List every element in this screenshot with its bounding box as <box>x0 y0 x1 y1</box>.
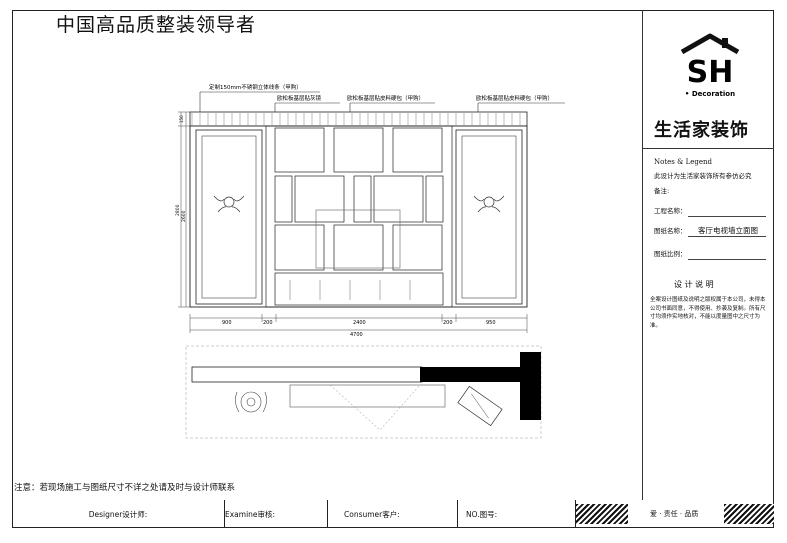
dim-right-gap: 200 <box>443 320 453 326</box>
right-panel-inset <box>461 135 517 299</box>
center-panel-grid <box>265 125 453 308</box>
height-dimension-lines <box>178 111 190 308</box>
trim-hatch <box>191 113 521 125</box>
design-notes-heading: 设 计 说 明 <box>674 280 714 289</box>
brand-name: 生活家装饰 <box>654 120 749 141</box>
page-title: 中国高品质整装领导者 <box>56 14 257 36</box>
remark-label: 备注: <box>654 187 670 195</box>
drawing-name-label: 图纸名称： <box>654 227 687 235</box>
annotation-leather-panel-right: 欧松板基层贴皮料硬包（甲购） <box>476 94 553 102</box>
hatch-block-right <box>724 504 774 524</box>
drawing-frame <box>12 10 774 528</box>
dim-left-gap: 200 <box>263 320 273 326</box>
consumer-cell: Consumer客户: <box>327 500 457 528</box>
scale-label: 图纸比例： <box>654 250 687 258</box>
elevation-drawing: 定制150mm不锈钢立体线条（甲购） 欧松板基层贴灰镜 欧松板基层贴皮料硬包（甲… <box>175 83 565 439</box>
annotation-steel-trim: 定制150mm不锈钢立体线条（甲购） <box>209 83 302 91</box>
decor-carving <box>289 280 411 300</box>
house-logo-icon: SH • Decoration <box>680 33 740 98</box>
width-dimension-lines <box>189 314 528 333</box>
brand-logo: SH • Decoration <box>660 30 760 100</box>
design-notes-text: 全案设计图纸及说明之版权属于本公司，未得本公司书面同意，不得使用、抄袭及复制。所… <box>650 297 766 329</box>
dim-total-width: 4700 <box>350 332 363 338</box>
plan-view <box>185 345 542 439</box>
height-trim: 150 <box>179 115 184 123</box>
height-total: 2800 <box>175 204 181 216</box>
number-cell: NO.图号: <box>457 500 575 528</box>
logo-subtitle: • Decoration <box>685 90 735 98</box>
site-construction-note: 注意：若现场施工与图纸尺寸不详之处请及时与设计师联系 <box>14 483 236 493</box>
scale-field <box>688 259 766 260</box>
designer-label: Designer设计师: <box>88 509 148 519</box>
project-label: 工程名称： <box>654 207 687 215</box>
plan-chair-icon <box>235 391 267 413</box>
designer-cell: Designer设计师: <box>12 500 224 528</box>
project-field <box>688 216 766 217</box>
divider <box>642 148 774 149</box>
hatch-block <box>576 504 628 524</box>
annotation-leather-panel: 欧松板基层贴皮料硬包（甲购） <box>347 94 424 102</box>
examine-label: Examine审核: <box>225 509 276 519</box>
copyright-text: 此设计为生活家装饰所有参仿必究 <box>654 172 752 180</box>
drawing-name-value: 客厅电视墙立面图 <box>698 226 758 235</box>
annotation-leaders <box>199 91 565 112</box>
legend-heading: Notes & Legend <box>654 158 712 166</box>
consumer-label: Consumer客户: <box>344 509 400 519</box>
dim-left-panel: 900 <box>222 320 232 326</box>
annotation-grey-mirror: 欧松板基层贴灰镜 <box>277 94 322 102</box>
number-label: NO.图号: <box>466 509 498 519</box>
logo-letters: SH <box>687 55 734 90</box>
top-trim <box>189 111 528 127</box>
left-sconce-icon <box>213 195 245 213</box>
dim-right-panel: 950 <box>486 320 496 326</box>
title-strip: Designer设计师: Examine审核: Consumer客户: NO.图… <box>12 500 774 528</box>
drawing-name-field <box>688 236 766 237</box>
dim-center: 2400 <box>353 320 366 326</box>
tv-wall-outline <box>189 125 528 308</box>
slogan-cell: 爱 · 责任 · 品质 <box>575 500 774 528</box>
examine-cell: Examine审核: <box>224 500 327 528</box>
height-wall: 2600 <box>181 210 187 222</box>
slogan-text: 爱 · 责任 · 品质 <box>650 510 699 518</box>
left-panel-inset <box>201 135 257 299</box>
right-sconce-icon <box>473 195 505 213</box>
left-leather-panel <box>195 129 263 305</box>
title-block-panel <box>642 10 774 500</box>
right-leather-panel <box>455 129 523 305</box>
